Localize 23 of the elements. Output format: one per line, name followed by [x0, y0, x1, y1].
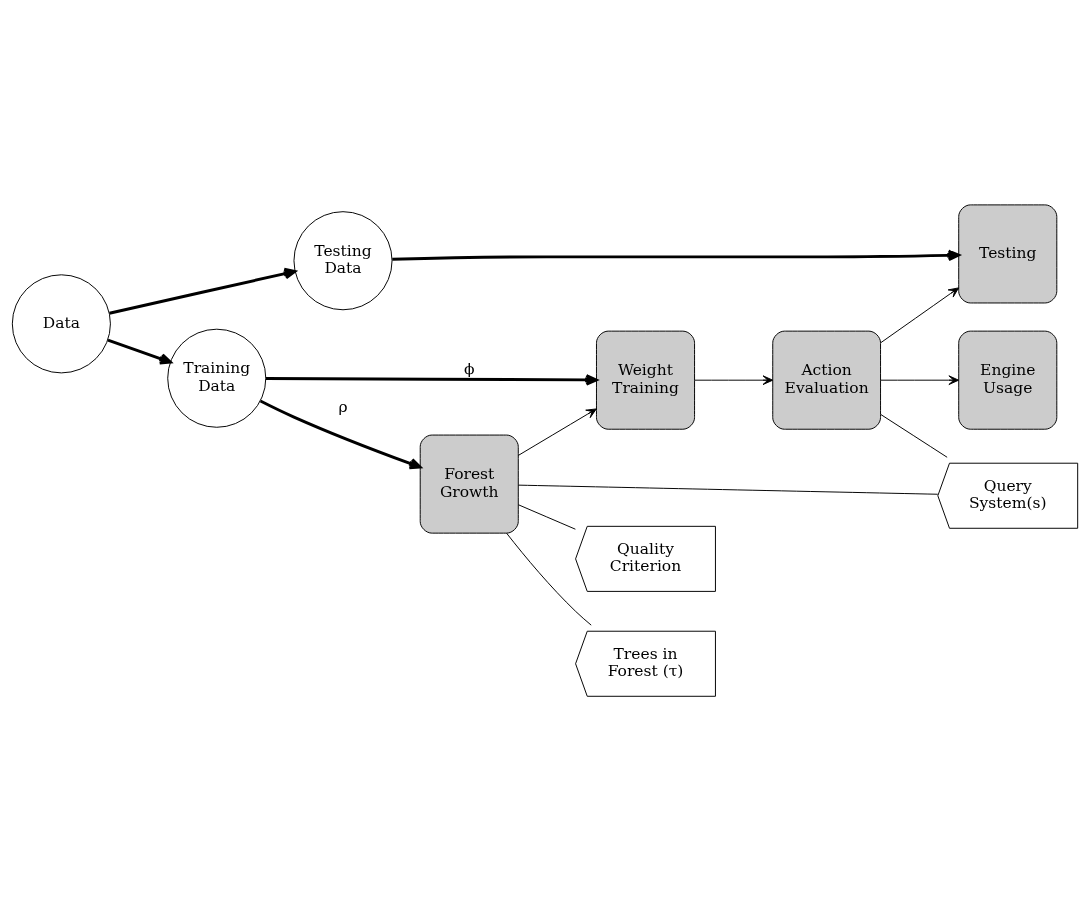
arrow	[107, 338, 172, 364]
connector	[517, 503, 576, 530]
arrow	[694, 374, 774, 385]
arrow	[517, 407, 597, 456]
arrow	[109, 267, 297, 315]
node-box: Testing	[958, 203, 1058, 303]
node-box: Engine Usage	[958, 330, 1058, 430]
node-circle: Testing Data	[293, 210, 393, 310]
node-circle: Training Data	[167, 328, 267, 428]
arrow	[880, 286, 960, 343]
arrow	[392, 249, 960, 261]
connector	[880, 413, 948, 458]
edge-label: ρ	[338, 397, 348, 416]
edge-label: ϕ	[463, 359, 475, 378]
connector	[506, 532, 592, 626]
node-box: Weight Training	[596, 330, 696, 430]
connector	[517, 484, 939, 495]
arrow	[259, 399, 422, 469]
arrow	[265, 373, 598, 386]
node-circle: Data	[11, 273, 111, 373]
node-box: Action Evaluation	[772, 330, 881, 430]
arrow	[880, 374, 960, 385]
node-box: Forest Growth	[419, 434, 519, 534]
